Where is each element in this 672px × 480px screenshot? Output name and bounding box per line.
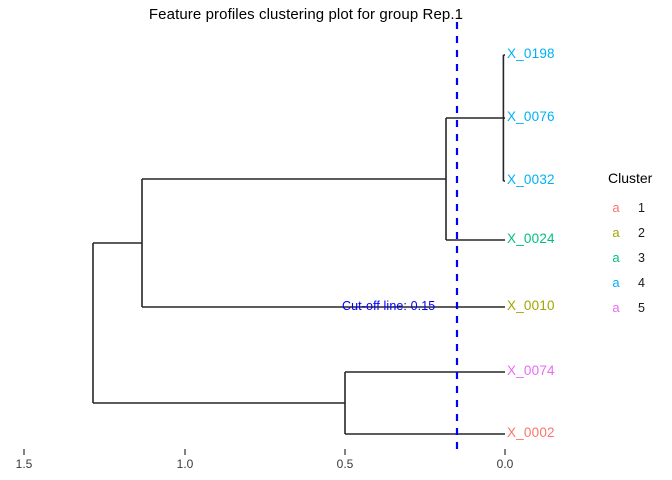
legend-title: Cluster bbox=[608, 170, 653, 186]
legend-item-1[interactable]: a 1 bbox=[606, 195, 672, 220]
legend-item-2[interactable]: a 2 bbox=[606, 220, 672, 245]
legend-glyph-icon: a bbox=[612, 275, 620, 290]
axis-tick-label-1-0: 1.0 bbox=[176, 457, 194, 471]
leaf-label-x-0076[interactable]: X_0076 bbox=[507, 109, 555, 124]
axis-ticks bbox=[23, 449, 506, 455]
leaf-label-x-0024[interactable]: X_0024 bbox=[507, 231, 555, 246]
legend-item-3[interactable]: a 3 bbox=[606, 245, 672, 270]
legend-glyph-icon: a bbox=[612, 300, 620, 315]
legend: Cluster a 1 a 2 a 3 a 4 a 5 bbox=[606, 170, 672, 320]
legend-item-4[interactable]: a 4 bbox=[606, 270, 672, 295]
dendrogram-branches bbox=[92, 54, 505, 435]
leaf-label-x-0032[interactable]: X_0032 bbox=[507, 172, 555, 187]
legend-item-label-1: 1 bbox=[638, 200, 645, 215]
leaf-label-x-0074[interactable]: X_0074 bbox=[507, 363, 555, 378]
legend-glyph-icon: a bbox=[612, 225, 620, 240]
axis-tick-label-1-5: 1.5 bbox=[15, 457, 33, 471]
legend-item-label-4: 4 bbox=[638, 275, 645, 290]
legend-glyph-icon: a bbox=[612, 200, 620, 215]
axis-tick-label-0-0: 0.0 bbox=[496, 457, 514, 471]
legend-item-label-5: 5 bbox=[638, 300, 645, 315]
leaf-label-x-0198[interactable]: X_0198 bbox=[507, 46, 555, 61]
leaf-label-x-0010[interactable]: X_0010 bbox=[507, 298, 555, 313]
legend-item-5[interactable]: a 5 bbox=[606, 295, 672, 320]
page-title: Feature profiles clustering plot for gro… bbox=[148, 6, 464, 23]
leaf-label-x-0002[interactable]: X_0002 bbox=[507, 425, 555, 440]
legend-glyph-icon: a bbox=[612, 250, 620, 265]
axis-tick-label-0-5: 0.5 bbox=[336, 457, 354, 471]
legend-item-label-3: 3 bbox=[638, 250, 645, 265]
legend-item-label-2: 2 bbox=[638, 225, 645, 240]
cutoff-line-label: Cut-off line: 0.15 bbox=[342, 299, 436, 313]
